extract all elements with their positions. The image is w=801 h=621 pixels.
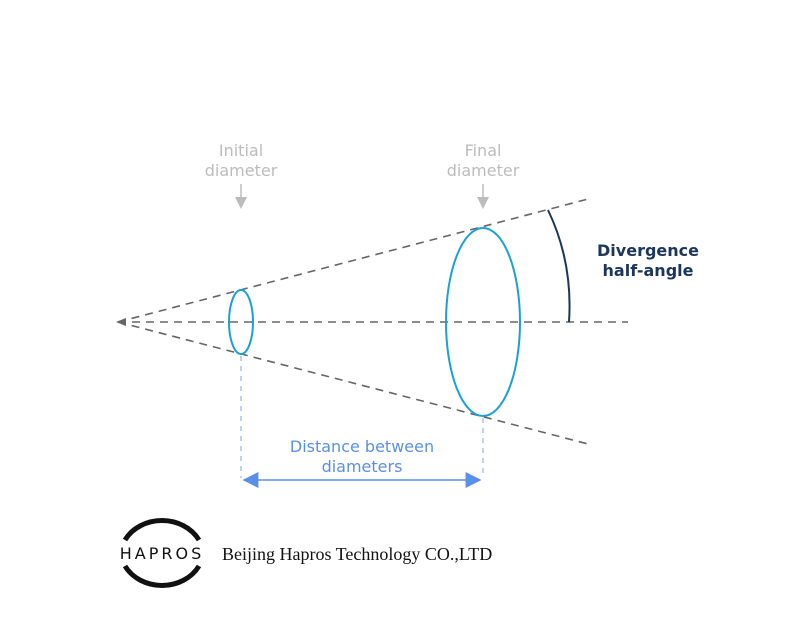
distance-between-diameters-label: Distance between diameters xyxy=(289,437,435,476)
company-name: Beijing Hapros Technology CO.,LTD xyxy=(222,544,493,564)
logo-wordmark: HAPROS xyxy=(119,544,205,563)
divergence-angle-arc xyxy=(547,209,571,323)
initial-diameter-label: Initial diameter xyxy=(204,141,278,180)
upper-boundary-line xyxy=(117,197,593,323)
initial-diameter-ellipse xyxy=(228,289,254,355)
divergence-half-angle-label: Divergence half-angle xyxy=(597,241,699,280)
lower-boundary-line xyxy=(117,321,593,446)
final-diameter-label: Final diameter xyxy=(446,141,520,180)
hapros-logo-icon xyxy=(122,518,202,588)
final-diameter-ellipse xyxy=(445,227,521,417)
